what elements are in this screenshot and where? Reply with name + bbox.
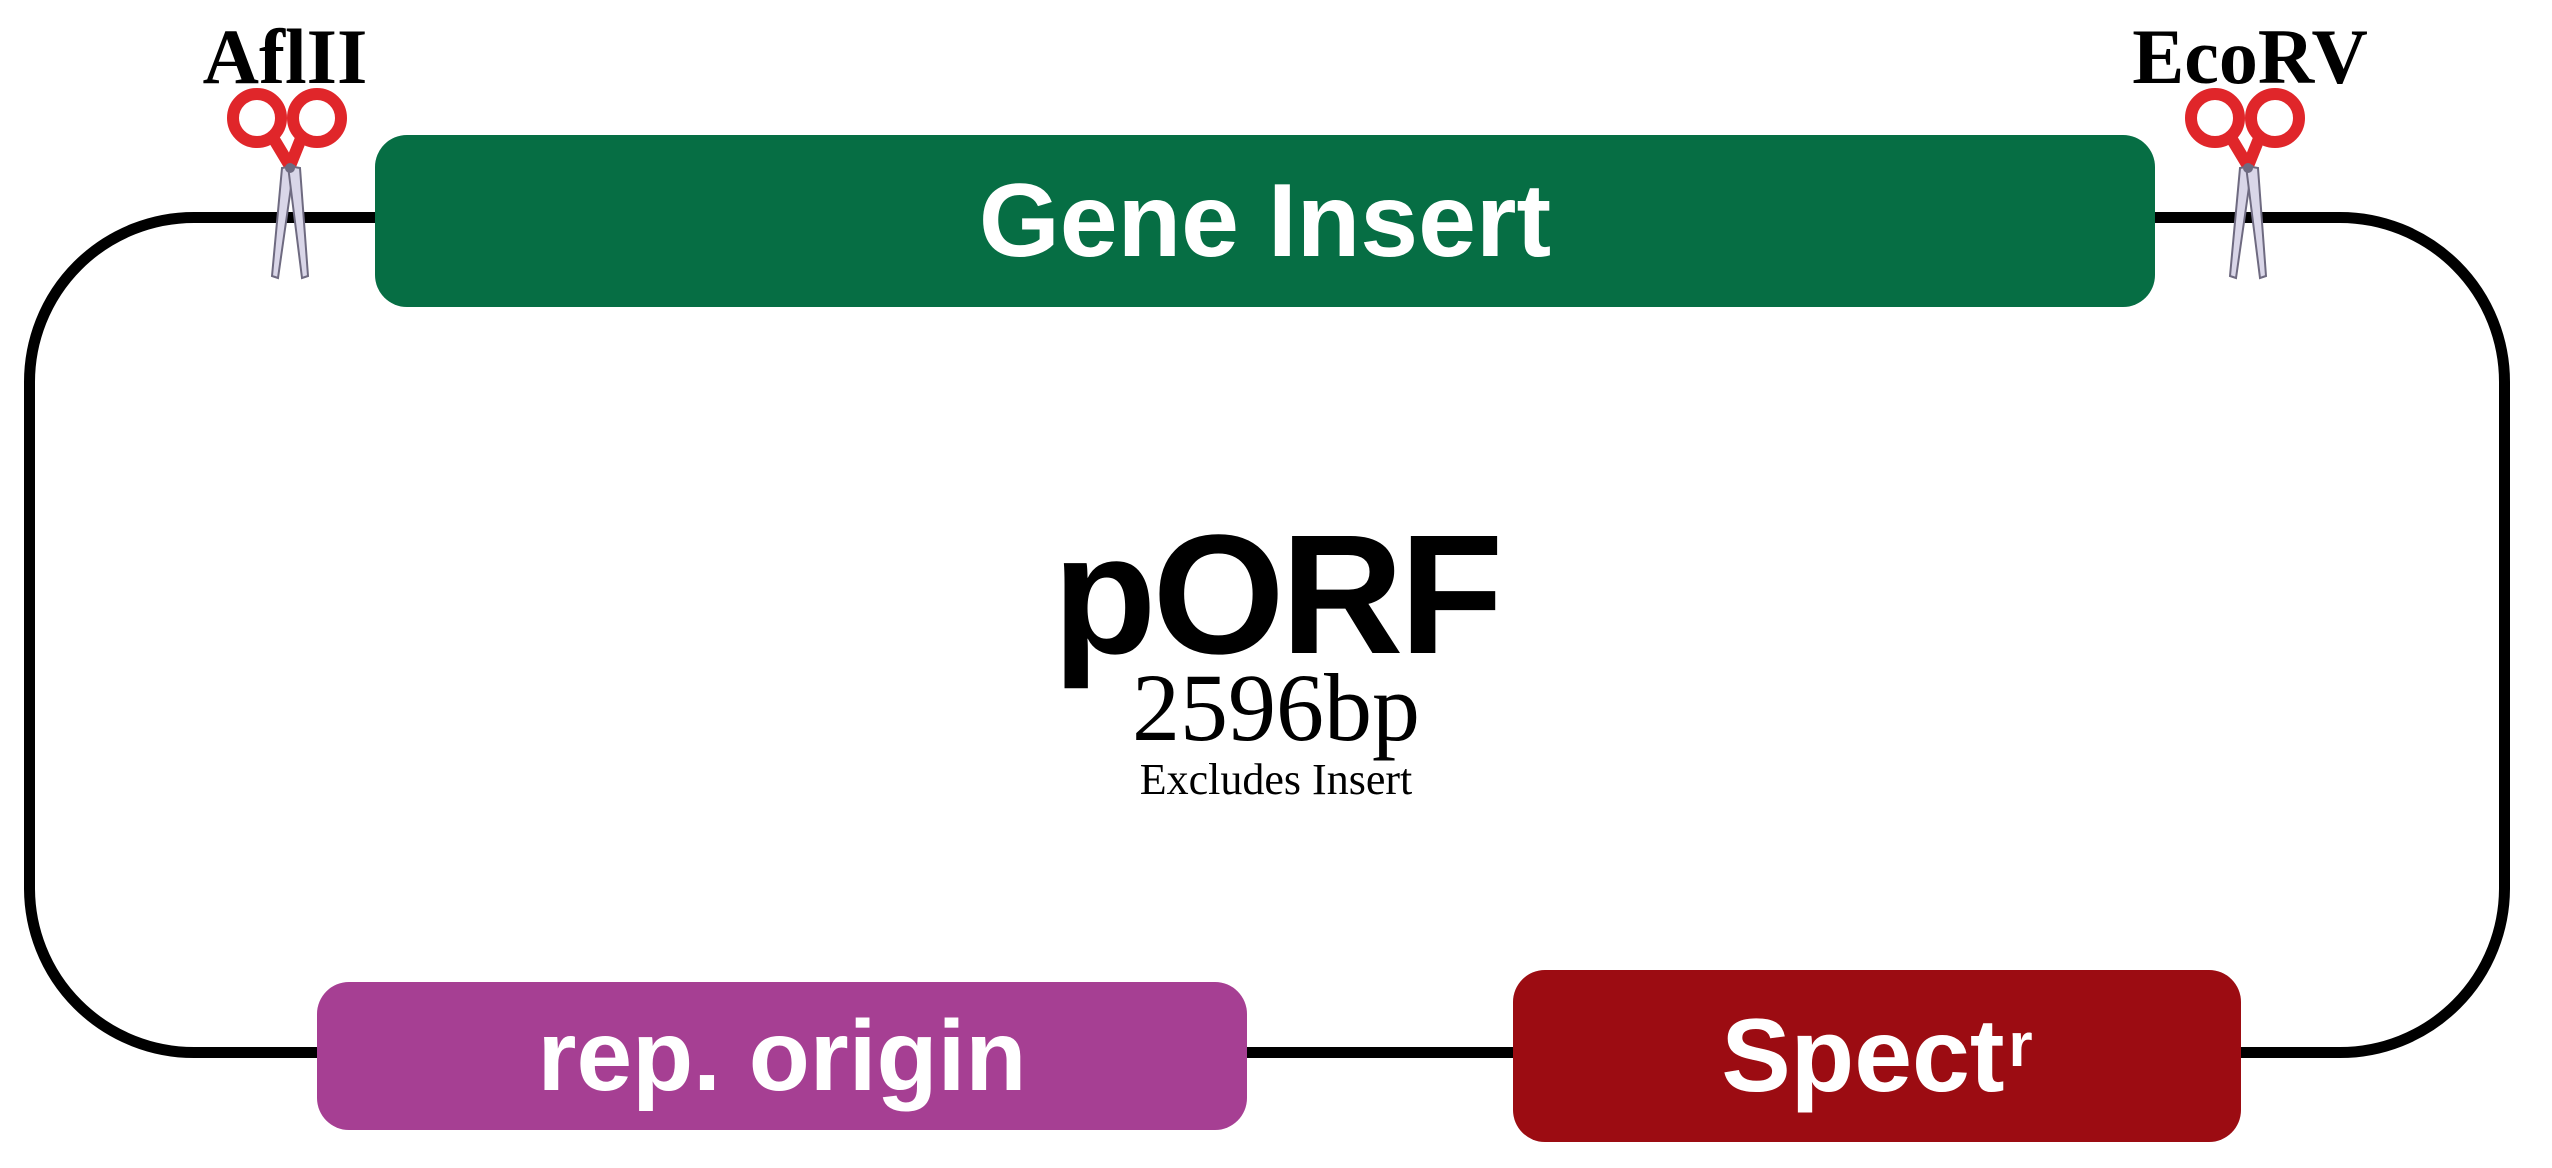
ecorv-site-label: EcoRV xyxy=(2132,13,2368,100)
rep-origin-label: rep. origin xyxy=(537,999,1027,1112)
gene-insert-label: Gene Insert xyxy=(978,162,1552,279)
rep-origin-feature: rep. origin xyxy=(317,982,1247,1130)
spect-label: Spect xyxy=(1721,997,2005,1114)
scissors-icon xyxy=(2185,88,2305,280)
spect-superscript: r xyxy=(2008,1011,2033,1080)
plasmid-name: pORF xyxy=(1052,500,1504,690)
plasmid-size: 2596bp xyxy=(1132,654,1420,761)
gene-insert-feature: Gene Insert xyxy=(375,135,2155,307)
aflii-site-label: AflII xyxy=(202,13,368,100)
plasmid-note: Excludes Insert xyxy=(1139,755,1413,804)
scissors-icon xyxy=(227,88,347,280)
